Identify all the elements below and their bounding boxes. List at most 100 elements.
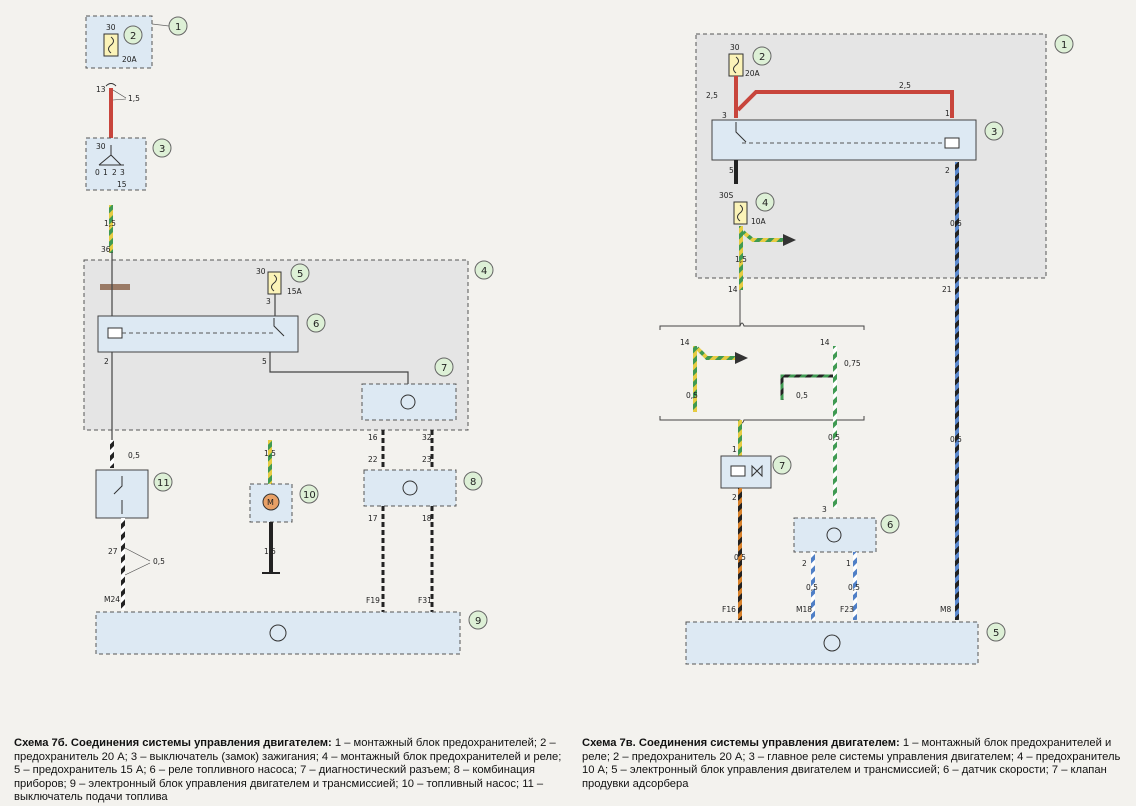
- callout-10: [299, 484, 319, 504]
- terminal-F19: F19: [366, 596, 380, 605]
- caption-right-text: 1 – монтажный блок предохранителей и рел…: [582, 737, 1121, 790]
- callout-5-label: 5: [993, 628, 999, 639]
- wire-section: 0,5: [686, 391, 698, 400]
- callout-2-label: 2: [759, 52, 765, 63]
- callout-7: [772, 455, 792, 475]
- terminal-F16: F16: [722, 605, 736, 614]
- wire-section: 0,5: [796, 391, 808, 400]
- splice-marker: [100, 284, 130, 290]
- terminal-30-f5: 30: [256, 267, 266, 276]
- terminal-30: 30: [106, 23, 116, 32]
- wire-green-yellow: [738, 420, 742, 456]
- relay-coil: [107, 327, 123, 339]
- terminal-M24: M24: [104, 595, 120, 604]
- speed-sensor-6: [793, 517, 877, 553]
- terminal-3: 3: [722, 111, 727, 120]
- wire-black-white: [121, 518, 125, 610]
- position-2: 2: [112, 168, 117, 177]
- transistor-icon: [269, 624, 287, 642]
- wire-black: [269, 522, 273, 572]
- callout-3-label: 3: [159, 144, 165, 155]
- ignition-switch-3: [85, 137, 147, 191]
- wire-section: 0,5: [806, 583, 818, 592]
- wire-section: 0,5: [950, 435, 962, 444]
- callout-11-label: 11: [157, 478, 170, 489]
- fuse-rating: 20A: [745, 69, 761, 78]
- position-0: 0: [95, 168, 100, 177]
- wire-section: 0,5: [153, 557, 165, 566]
- diagram-right: 1 30 20A 2 2,5 2,5 3 1 3 5 2 30S 10A 4: [659, 33, 1074, 665]
- arrow-icon: [735, 352, 748, 364]
- wire-section: 2,5: [706, 91, 718, 100]
- terminal-2: 2: [104, 357, 109, 366]
- terminal-16: 16: [368, 433, 378, 442]
- fuse-rating: 15A: [287, 287, 303, 296]
- callout-3: [984, 121, 1004, 141]
- main-relay-3: [711, 119, 977, 161]
- callout-4-label: 4: [481, 266, 487, 277]
- transistor-icon: [826, 527, 842, 543]
- wire-white-blue: [853, 552, 857, 620]
- fuse-box-1: [85, 15, 153, 69]
- diagram-left: 30 20A 2 1 13 1,5 30 0 1 2 3 15 3 1,5 36…: [83, 15, 494, 655]
- terminal-21: 21: [942, 285, 952, 294]
- caption-left-title: Схема 7б. Соединения системы управления …: [14, 737, 332, 749]
- callout-11: [153, 472, 173, 492]
- relay-6: [97, 315, 299, 353]
- callout-5: [986, 622, 1006, 642]
- wire-section: 0,5: [950, 219, 962, 228]
- callout-6: [880, 514, 900, 534]
- terminal-18: 18: [422, 514, 432, 523]
- callout-7-label: 7: [441, 363, 447, 374]
- terminal-13: 13: [96, 85, 106, 94]
- wire-black-orange: [738, 488, 742, 620]
- wire-section: 1,5: [264, 547, 276, 556]
- terminal-F23: F23: [840, 605, 854, 614]
- terminal-22: 22: [368, 455, 378, 464]
- terminal-30-sw: 30: [96, 142, 106, 151]
- position-1: 1: [103, 168, 108, 177]
- fuse-rating: 20A: [122, 55, 138, 64]
- wire-section: 1,5: [735, 255, 747, 264]
- callout-6: [306, 313, 326, 333]
- relay-coil: [944, 137, 960, 149]
- terminal-14: 14: [820, 338, 830, 347]
- wire-red: [734, 76, 738, 118]
- caption-right: Схема 7в. Соединения системы управления …: [582, 737, 1130, 791]
- callout-4: [474, 260, 494, 280]
- wire-black-white: [110, 440, 114, 468]
- valve-coil: [730, 465, 746, 477]
- terminal-17: 17: [368, 514, 378, 523]
- callout-6-label: 6: [313, 319, 319, 330]
- terminal-M8: M8: [940, 605, 951, 614]
- wire-section: 2,5: [899, 81, 911, 90]
- wire-green-yellow: [739, 226, 743, 290]
- arrow-icon: [783, 234, 796, 246]
- terminal-15: 15: [117, 180, 127, 189]
- callout-4: [755, 192, 775, 212]
- wire-section: 0,75: [844, 359, 861, 368]
- wire-section: 1,5: [104, 219, 116, 228]
- terminal-1: 1: [846, 559, 851, 568]
- terminal-14: 14: [728, 285, 738, 294]
- wire-red: [109, 88, 113, 140]
- callout-1: [1054, 34, 1074, 54]
- wire-white-blue: [811, 552, 815, 620]
- motor-label: M: [267, 498, 274, 507]
- fuse-rating: 10A: [751, 217, 767, 226]
- diagnostic-connector-7: [361, 383, 457, 421]
- wire-black-blue: [955, 162, 959, 620]
- wire-section: 1,5: [264, 449, 276, 458]
- callout-7-label: 7: [779, 461, 785, 472]
- callout-9: [468, 610, 488, 630]
- callout-3: [152, 138, 172, 158]
- terminal-2: 2: [802, 559, 807, 568]
- terminal-1: 1: [945, 109, 950, 118]
- callout-7: [434, 357, 454, 377]
- caption-left: Схема 7б. Соединения системы управления …: [14, 737, 569, 805]
- wire-green-white: [833, 346, 837, 508]
- callout-5: [290, 263, 310, 283]
- callout-8: [463, 471, 483, 491]
- terminal-F31: F31: [418, 596, 432, 605]
